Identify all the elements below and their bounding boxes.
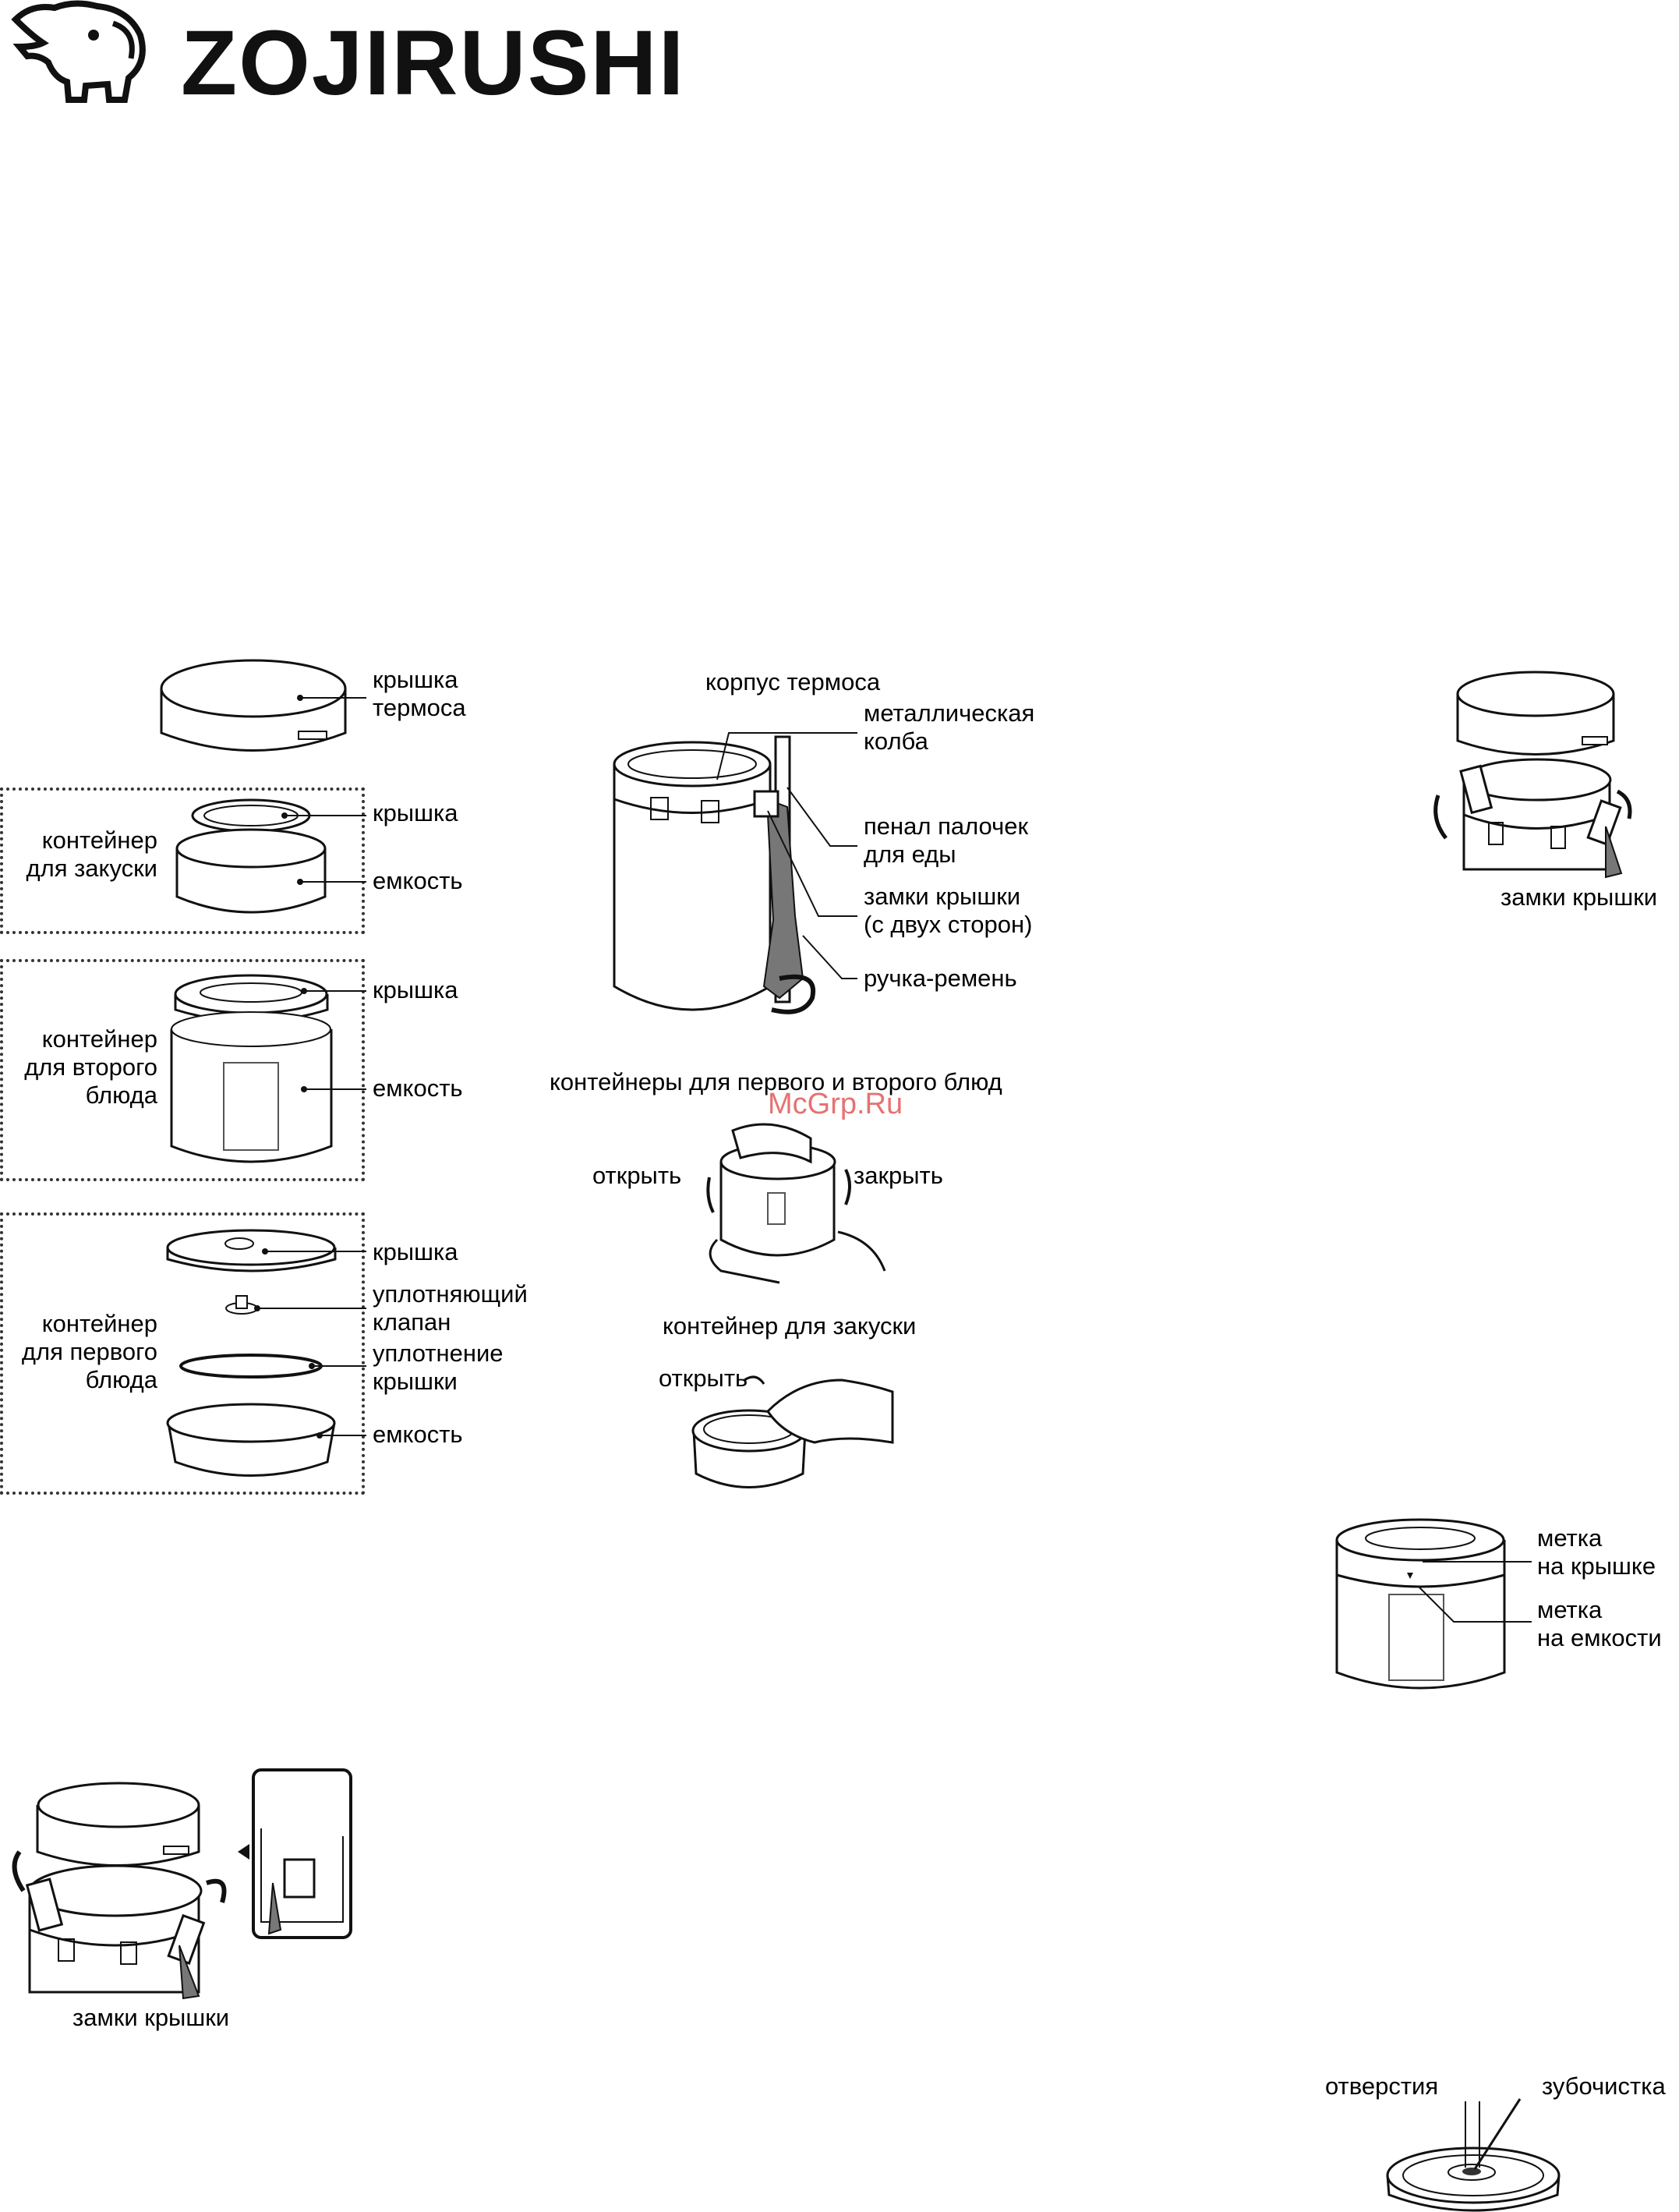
marks-leader-lines xyxy=(1418,1561,1532,1623)
thermos-body-illustration xyxy=(613,735,816,1014)
watermark: McGrp.Ru xyxy=(768,1088,903,1120)
first-course-group xyxy=(0,1212,365,1495)
toothpick-label: зубочистка xyxy=(1542,2072,1666,2100)
brand-logo: ZOJIRUSHI xyxy=(0,0,684,125)
left-leader-lines xyxy=(254,695,366,1439)
first-lid-label: крышка xyxy=(373,1238,458,1265)
open-label: открыть xyxy=(592,1162,682,1189)
right-latches-label: замки крышки xyxy=(1500,883,1658,911)
first-course-illustration xyxy=(166,1229,337,1477)
first-bowl-label: емкость xyxy=(373,1421,463,1448)
bottom-latches-label: замки крышки xyxy=(72,2004,230,2031)
snack-container-group xyxy=(0,787,365,934)
bottom-latches-illustration xyxy=(12,1768,352,2000)
second-course-group xyxy=(0,959,365,1181)
second-lid-label: крышка xyxy=(373,976,458,1003)
snack-bowl-label: емкость xyxy=(373,867,463,894)
latches-label: замки крышки(с двух сторон) xyxy=(864,883,1033,938)
thermos-lid-illustration xyxy=(160,659,347,752)
second-bowl-label: емкость xyxy=(373,1074,463,1102)
brand-wordmark: ZOJIRUSHI xyxy=(181,12,686,115)
snack-usage-illustration xyxy=(691,1375,894,1488)
body-title: корпус термоса xyxy=(705,668,881,695)
snack-open-label: открыть xyxy=(659,1364,748,1392)
second-course-illustration xyxy=(170,974,333,1163)
snack-usage-title: контейнер для закуски xyxy=(663,1312,917,1340)
body-leader-lines xyxy=(716,732,857,979)
containers-usage-title: контейнеры для первого и второго блюд xyxy=(550,1068,1002,1095)
snack-lid-label: крышка xyxy=(373,799,458,826)
snack-container-illustration xyxy=(175,798,327,914)
close-label: закрыть xyxy=(854,1162,943,1189)
strap-label: ручка-ремень xyxy=(864,964,1017,992)
right-latches-illustration xyxy=(1433,671,1632,879)
marks-illustration xyxy=(1335,1518,1506,1690)
elephant-logo-icon xyxy=(11,0,146,103)
valve-cleaning-illustration xyxy=(1386,2098,1561,2212)
containers-usage-illustration xyxy=(706,1123,886,1284)
holes-label: отверстия xyxy=(1325,2072,1439,2100)
